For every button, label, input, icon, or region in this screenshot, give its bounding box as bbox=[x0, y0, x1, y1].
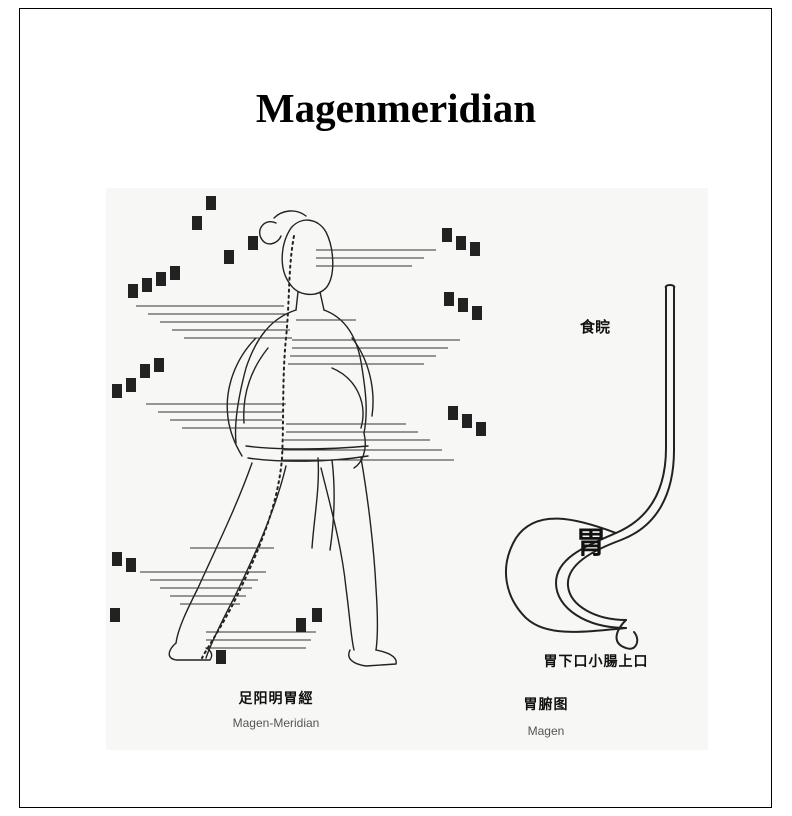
meridian-illustration: 食睆 胃 胃下口小腸上口 足阳明胃經 Magen-Meridian 胃腑图 Ma… bbox=[106, 188, 708, 750]
meridian-caption-cn: 足阳明胃經 bbox=[186, 688, 366, 708]
stomach-label: 胃 bbox=[576, 518, 606, 562]
stomach-bottom-label: 胃下口小腸上口 bbox=[496, 651, 696, 671]
esophagus-label: 食睆 bbox=[580, 316, 610, 337]
stomach-caption-cn: 胃腑图 bbox=[486, 694, 606, 714]
page-title: Magenmeridian bbox=[0, 84, 792, 132]
meridian-caption-en: Magen-Meridian bbox=[186, 716, 366, 730]
stomach-caption-en: Magen bbox=[486, 724, 606, 738]
